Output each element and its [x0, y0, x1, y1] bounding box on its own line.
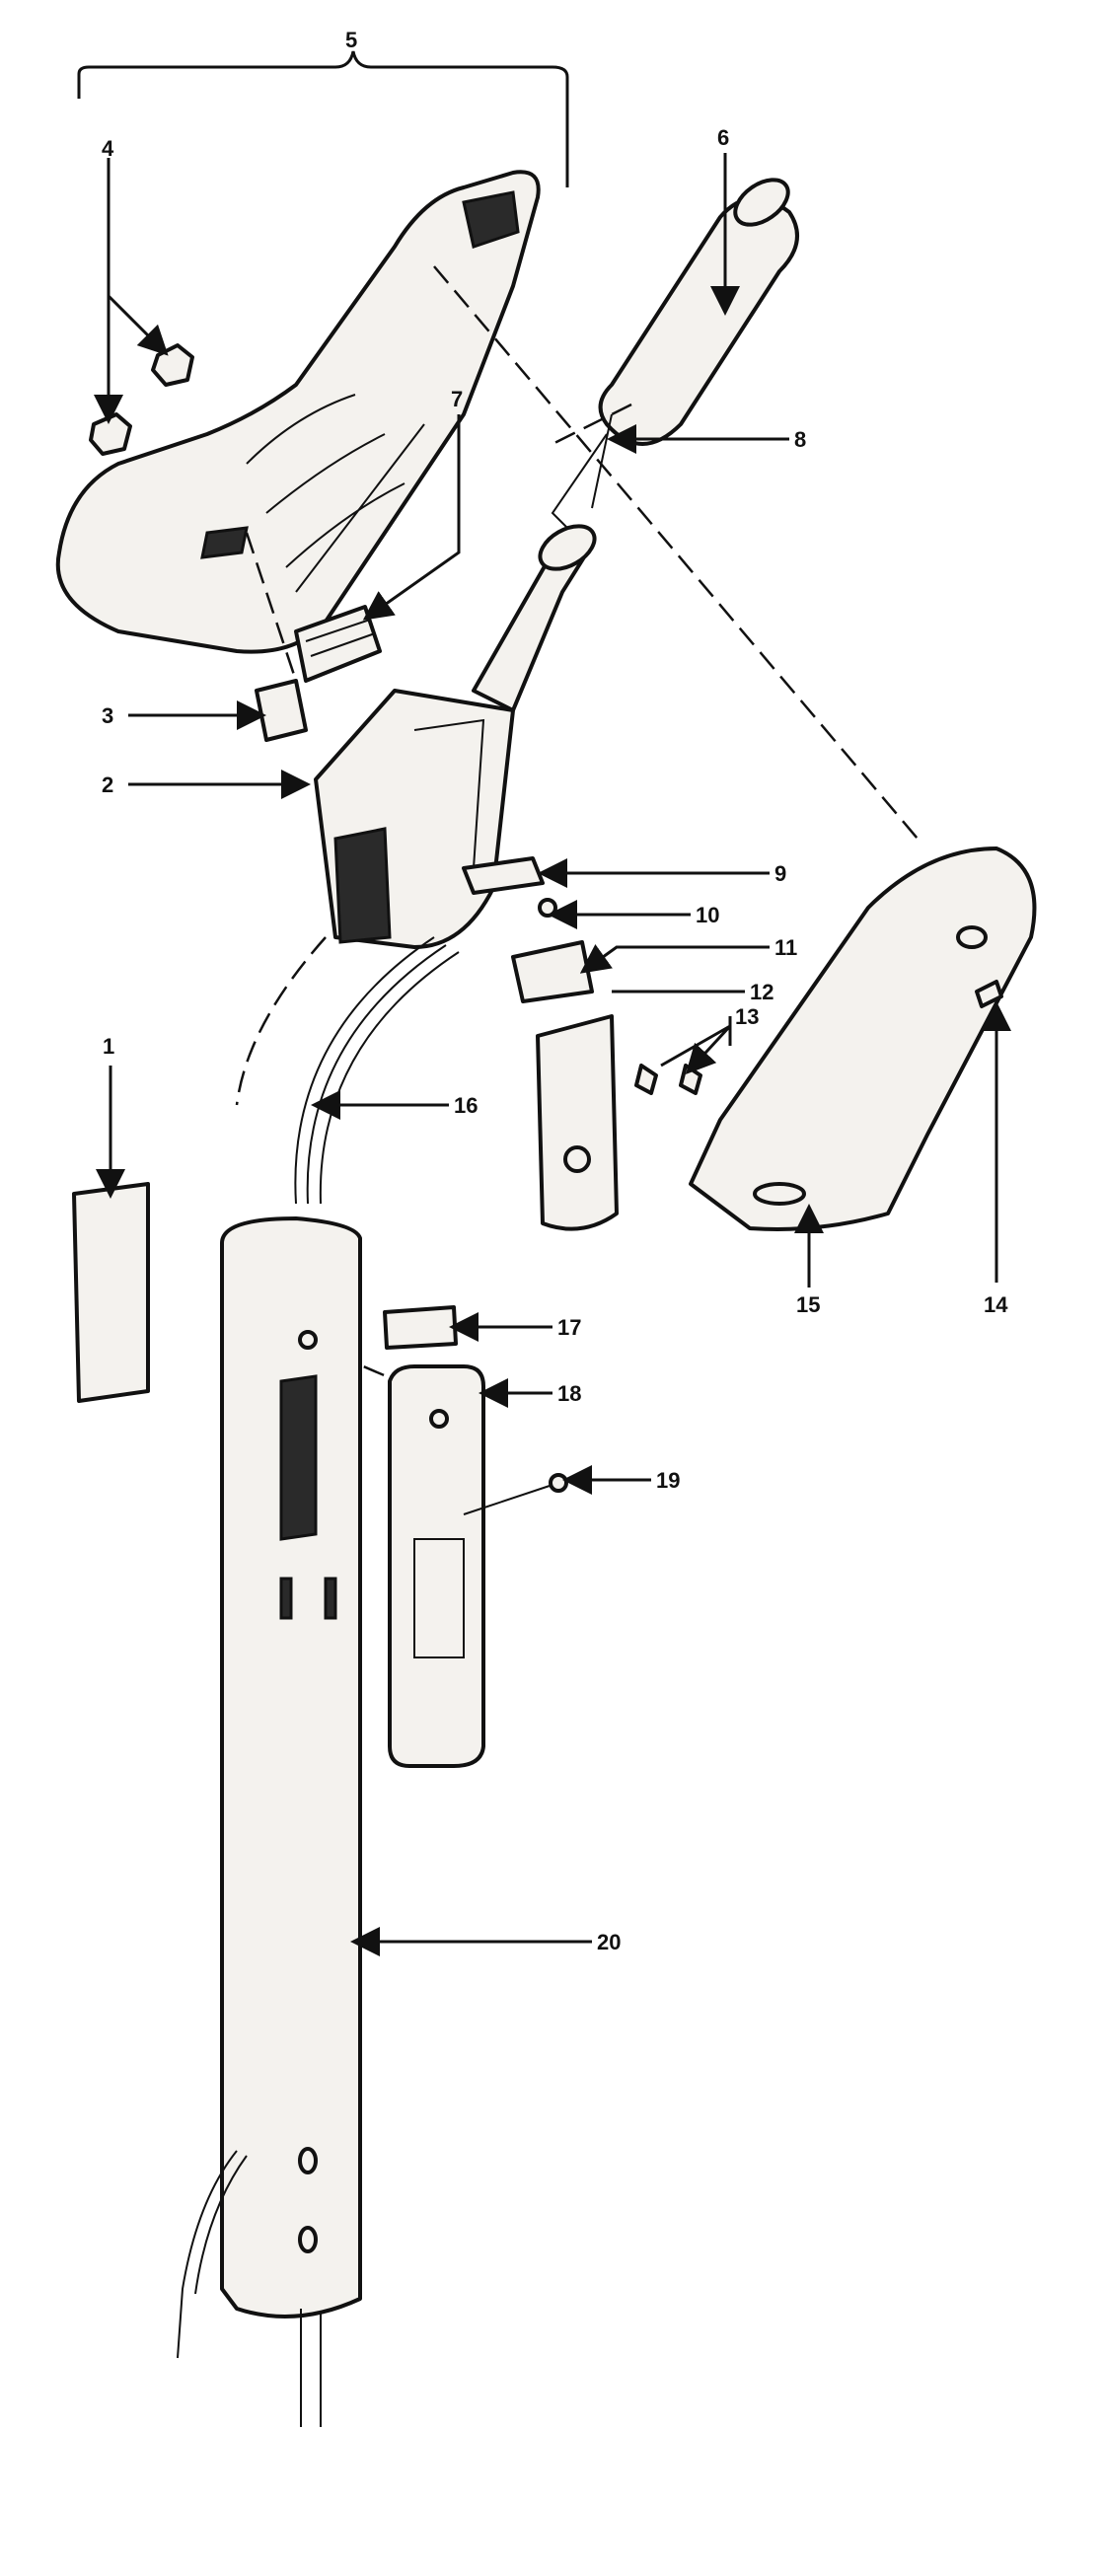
part-3-connector: [128, 679, 308, 742]
callout-10: 10: [696, 903, 719, 927]
callout-2: 2: [102, 773, 113, 797]
callout-14: 14: [984, 1292, 1008, 1317]
callout-15: 15: [796, 1292, 820, 1317]
callout-9: 9: [774, 861, 786, 886]
part-4-nuts: [89, 158, 194, 456]
part-18-cover: [388, 1364, 552, 1768]
part-19-screw: [463, 1465, 651, 1515]
callout-16: 16: [454, 1093, 478, 1118]
callout-3: 3: [102, 703, 113, 728]
callout-7: 7: [451, 387, 463, 411]
part-2-handle-base: [128, 524, 597, 949]
callout-6: 6: [717, 125, 729, 150]
part-17-label: [383, 1305, 552, 1350]
part-7-clip: [294, 414, 461, 683]
callout-12: 12: [750, 980, 774, 1004]
callout-18: 18: [557, 1381, 581, 1406]
callout-13: 13: [735, 1004, 759, 1029]
part-5-upper-housing: [55, 50, 569, 654]
part-1-plate: [72, 1066, 150, 1403]
callout-20: 20: [597, 1930, 621, 1954]
part-14-screw: [975, 980, 1011, 1283]
callout-11: 11: [774, 935, 797, 960]
assembly-guide-lines: [235, 265, 919, 1403]
callout-1: 1: [103, 1034, 114, 1059]
callout-4: 4: [102, 136, 114, 161]
part-20-main-tube: [177, 1216, 592, 2427]
part-16-cord: [294, 936, 460, 1205]
part-8-rod: [551, 413, 789, 529]
callout-19: 19: [656, 1468, 680, 1493]
part-6-grip-tube: [598, 153, 799, 446]
callout-17: 17: [557, 1315, 581, 1340]
callout-8: 8: [794, 427, 806, 452]
parts-9-13-switch-assembly: [462, 856, 770, 1231]
part-15-rear-grip: [689, 846, 1037, 1288]
callout-5: 5: [345, 28, 357, 52]
